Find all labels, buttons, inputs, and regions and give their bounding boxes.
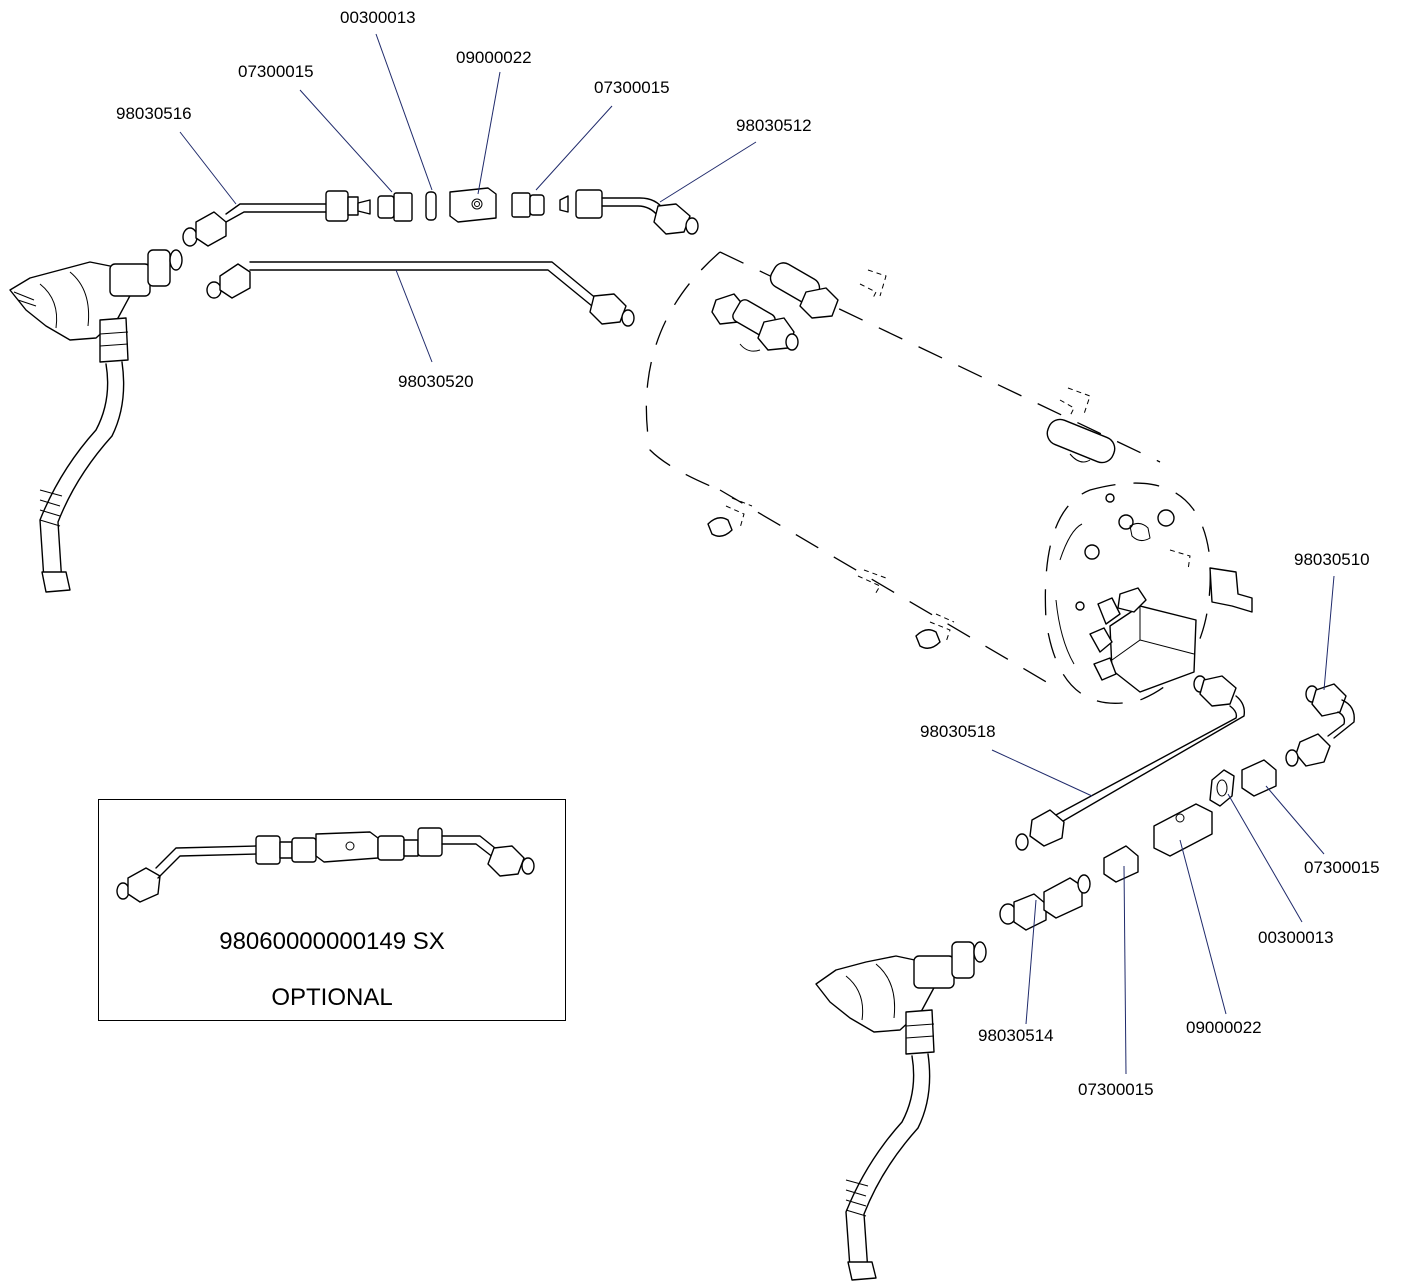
optional-part-code: 98060000000149 SX: [219, 928, 445, 955]
label-09000022-right: 09000022: [1186, 1018, 1262, 1037]
optional-note: OPTIONAL: [271, 984, 393, 1011]
fitting-07300015-top-right: [511, 192, 545, 218]
label-98030520: 98030520: [398, 372, 474, 391]
label-07300015-right-lower: 07300015: [1078, 1080, 1154, 1099]
label-07300015-top-left: 07300015: [238, 62, 314, 81]
label-07300015-right-upper: 07300015: [1304, 858, 1380, 877]
fitting-07300015-right-lower: [1103, 845, 1139, 883]
label-98030518: 98030518: [920, 722, 996, 741]
tube-98030520: [206, 261, 635, 327]
washer-00300013-right: [1209, 769, 1235, 807]
tube-98030516: [182, 190, 371, 247]
label-00300013-right: 00300013: [1258, 928, 1334, 947]
label-98030516: 98030516: [116, 104, 192, 123]
leader-lines: [179, 33, 1335, 1075]
fitting-07300015-right-upper: [1241, 759, 1277, 797]
washer-00300013-top: [425, 191, 437, 221]
tube-98030518: [1015, 675, 1246, 851]
label-07300015-top-right: 07300015: [594, 78, 670, 97]
label-98030510: 98030510: [1294, 550, 1370, 569]
tube-98030514: [999, 874, 1091, 931]
optional-assembly-box: 98060000000149 SX OPTIONAL: [98, 799, 566, 1021]
tube-98030512: [559, 189, 699, 235]
tee-09000022-right: [1153, 803, 1213, 857]
top-pipe-assembly: [182, 187, 699, 247]
valve-assembly-right: [815, 941, 987, 1281]
fitting-07300015-top-left: [377, 192, 413, 222]
valve-assembly-left: [9, 249, 183, 593]
label-98030514: 98030514: [978, 1026, 1054, 1045]
label-09000022-top: 09000022: [456, 48, 532, 67]
tee-09000022-top: [449, 187, 497, 223]
optional-assembly-illustration: [116, 827, 535, 903]
label-00300013-top: 00300013: [340, 8, 416, 27]
boiler-outline: [645, 251, 1253, 704]
tube-98030510: [1285, 683, 1355, 767]
label-98030512: 98030512: [736, 116, 812, 135]
